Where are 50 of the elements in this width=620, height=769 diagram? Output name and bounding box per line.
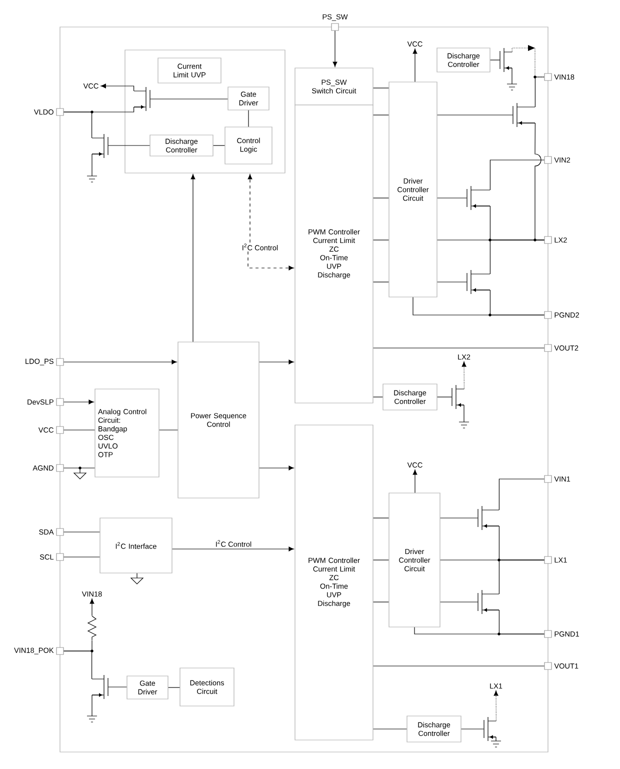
connector (437, 396, 452, 398)
transistor-symbol (92, 674, 108, 700)
connector (373, 728, 407, 730)
connector (168, 687, 180, 688)
connector (490, 240, 544, 274)
connector (64, 400, 94, 404)
connector (213, 145, 225, 146)
connector (172, 546, 294, 552)
connector (90, 598, 94, 616)
transistor-symbol (484, 716, 496, 742)
connector (437, 114, 514, 116)
connector (108, 686, 127, 688)
connector (412, 48, 418, 82)
connector (461, 728, 484, 730)
transistor-symbol (134, 86, 150, 112)
connector (100, 84, 134, 92)
connector (534, 76, 544, 108)
transistor-symbol (466, 270, 490, 294)
transistor-symbol (466, 186, 490, 210)
connector (490, 290, 544, 316)
transistor-symbol (92, 134, 108, 158)
connector (373, 396, 383, 398)
connector (412, 470, 418, 493)
connector (494, 690, 498, 722)
connector (462, 362, 466, 390)
connector (498, 610, 544, 634)
connector (190, 174, 196, 342)
connector (498, 478, 544, 510)
transistor-symbol (478, 590, 500, 614)
transistor-symbol (478, 506, 500, 530)
connector (373, 114, 389, 116)
connector (498, 560, 544, 594)
connector (248, 110, 249, 127)
connector (259, 360, 294, 364)
connector (64, 112, 92, 138)
connector (490, 160, 544, 190)
connector (64, 360, 177, 364)
connector (64, 556, 100, 558)
transistor-symbol (500, 48, 512, 72)
connector (64, 650, 92, 680)
connector (108, 145, 150, 146)
transistor-symbol (452, 384, 464, 410)
transistor-symbol (512, 102, 536, 128)
connector (332, 30, 338, 67)
resistor-symbol (87, 616, 97, 640)
connector (248, 251, 294, 270)
connector (150, 98, 228, 100)
connector (259, 466, 294, 470)
connector (534, 122, 544, 240)
connector (248, 174, 252, 243)
